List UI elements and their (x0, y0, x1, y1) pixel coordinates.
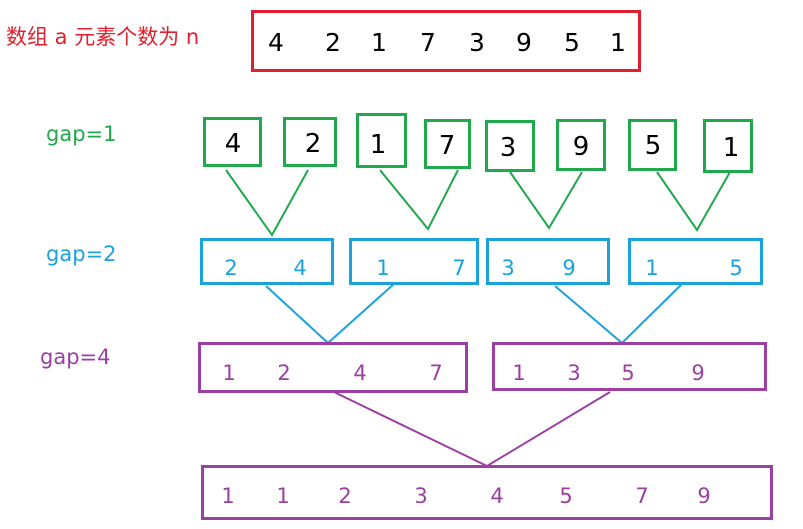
array-value: 1 (371, 28, 387, 57)
gap4-box: 1 3 5 9 (492, 342, 767, 391)
gap1-label: gap=1 (46, 122, 117, 146)
result-value: 4 (490, 484, 504, 508)
array-value: 1 (610, 28, 626, 57)
result-value: 1 (221, 484, 235, 508)
gap4-value: 1 (512, 361, 526, 385)
gap1-box: 9 (556, 119, 606, 171)
gap4-value: 7 (429, 361, 443, 385)
array-value: 5 (564, 28, 580, 57)
connector (656, 171, 731, 232)
gap1-box: 1 (703, 119, 753, 173)
result-value: 1 (276, 484, 290, 508)
gap4-value: 9 (691, 361, 705, 385)
gap2-label: gap=2 (46, 242, 117, 266)
gap1-box: 2 (283, 117, 337, 167)
array-value: 7 (420, 28, 436, 57)
gap2-value: 7 (452, 256, 466, 280)
connector (265, 282, 396, 345)
gap4-label: gap=4 (40, 345, 111, 369)
gap4-connectors (333, 391, 611, 468)
gap2-value: 5 (729, 256, 743, 280)
connector (333, 391, 611, 468)
gap1-value: 2 (304, 129, 322, 159)
gap1-box: 7 (424, 119, 471, 169)
gap1-value: 4 (224, 129, 242, 159)
gap2-value: 3 (501, 256, 515, 280)
result-array-box: 1 1 2 3 4 5 7 9 (201, 465, 773, 520)
result-value: 5 (559, 484, 573, 508)
result-value: 9 (697, 484, 711, 508)
gap2-value: 1 (376, 256, 390, 280)
gap1-value: 1 (722, 133, 740, 163)
result-value: 7 (635, 484, 649, 508)
gap2-box: 3 9 (486, 238, 610, 285)
array-value: 9 (516, 28, 532, 57)
gap1-box: 4 (203, 117, 262, 167)
result-value: 2 (338, 484, 352, 508)
result-value: 3 (414, 484, 428, 508)
gap2-box: 2 4 (200, 238, 334, 285)
array-value: 4 (268, 28, 284, 57)
gap2-value: 1 (645, 256, 659, 280)
gap1-box: 5 (628, 119, 677, 171)
gap1-value: 5 (644, 131, 662, 161)
gap1-value: 7 (438, 131, 456, 161)
gap2-value: 2 (224, 256, 238, 280)
gap4-box: 1 2 4 7 (198, 342, 468, 393)
gap4-value: 1 (222, 361, 236, 385)
gap1-value: 9 (572, 132, 590, 162)
gap2-value: 9 (562, 256, 576, 280)
gap4-value: 2 (277, 361, 291, 385)
connector (509, 171, 583, 230)
gap1-box: 1 (356, 113, 407, 168)
gap1-box: 3 (485, 120, 535, 172)
gap4-value: 5 (621, 361, 635, 385)
gap2-value: 4 (293, 256, 307, 280)
gap2-box: 1 5 (628, 238, 763, 285)
connector (225, 169, 309, 237)
gap1-value: 3 (499, 133, 517, 163)
gap1-connectors (225, 169, 731, 237)
gap4-value: 4 (353, 361, 367, 385)
gap2-box: 1 7 (349, 238, 479, 285)
array-value: 3 (469, 28, 485, 57)
connector (554, 282, 684, 345)
gap2-connectors (265, 282, 684, 345)
array-value: 2 (325, 28, 341, 57)
connector (379, 169, 459, 231)
gap1-value: 1 (369, 130, 387, 160)
source-array-box: 4 2 1 7 3 9 5 1 (251, 10, 641, 72)
gap4-value: 3 (567, 361, 581, 385)
title-label: 数组 a 元素个数为 n (6, 25, 200, 49)
